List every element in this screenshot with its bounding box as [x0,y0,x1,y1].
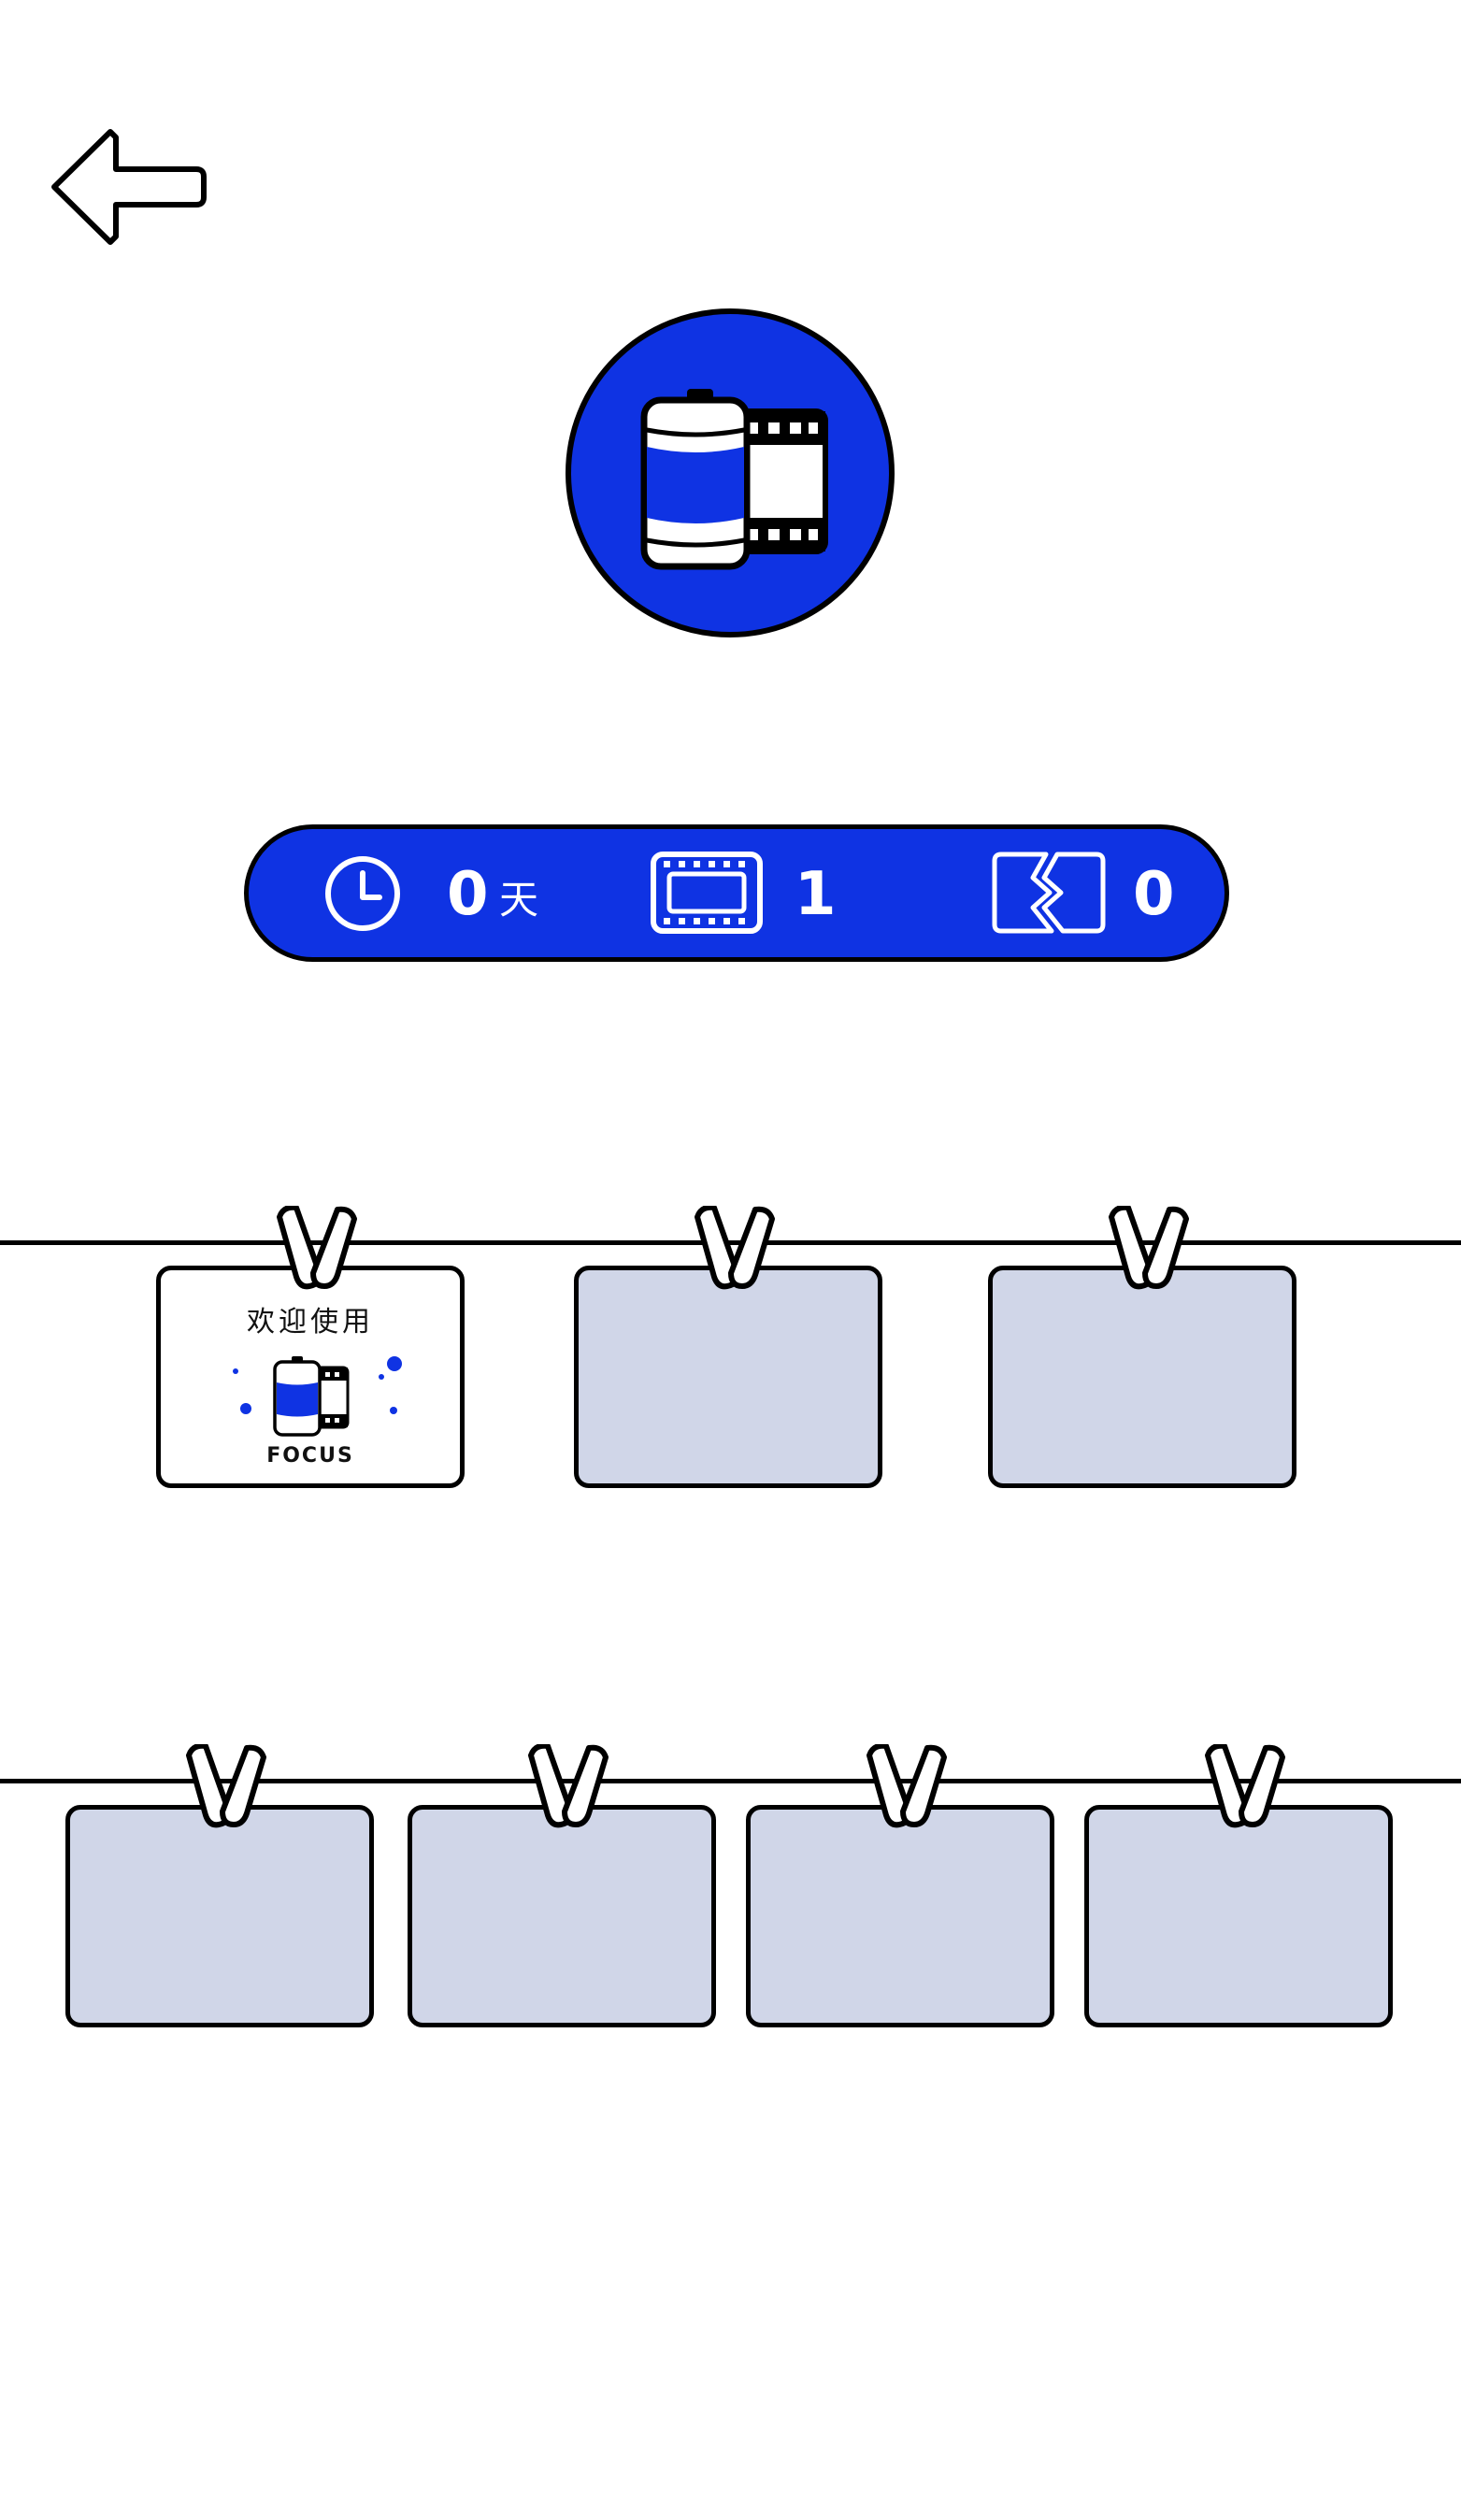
photo-slot[interactable] [746,1805,1054,2027]
clip-icon [1109,1206,1189,1290]
days-count: 0 [447,860,489,929]
photo-slot[interactable] [65,1805,374,2027]
films-count: 1 [795,860,837,929]
back-arrow-icon [51,129,207,245]
back-button[interactable] [49,126,208,248]
stats-bar: 0 天 1 0 [244,824,1229,962]
clothesline-top [0,1240,1461,1245]
clip-icon [695,1206,775,1290]
broken-count: 0 [1133,860,1175,929]
film-roll-icon [233,1356,402,1437]
photo-slot[interactable] [1084,1805,1393,2027]
clip-icon [1205,1744,1285,1828]
photo-slot[interactable] [574,1266,882,1488]
days-unit: 天 [499,877,539,923]
clip-icon [528,1744,609,1828]
clock-icon [325,856,400,931]
clip-icon [186,1744,266,1828]
photo-slot[interactable] [408,1805,716,2027]
clip-icon [867,1744,947,1828]
film-roll-icon [566,308,895,637]
clip-icon [277,1206,357,1290]
app-logo [564,307,896,639]
film-strip-icon [651,852,763,934]
welcome-title: 欢迎使用 [247,1306,374,1339]
welcome-brand: FOCUS [266,1444,354,1468]
broken-photo-icon [992,852,1106,934]
clothesline-bottom [0,1779,1461,1783]
